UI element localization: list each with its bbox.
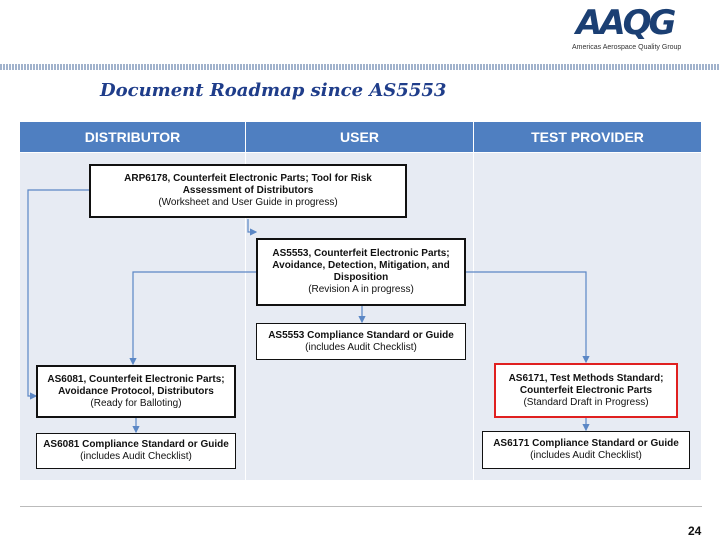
box-as6081-status: (Ready for Balloting) <box>90 397 182 409</box>
box-as5553: AS5553, Counterfeit Electronic Parts; Av… <box>256 238 466 306</box>
box-as6171-compliance-title: AS6171 Compliance Standard or Guide <box>493 438 679 449</box>
column-header-distributor: DISTRIBUTOR <box>20 122 246 152</box>
page-number: 24 <box>688 524 702 538</box>
box-as6171-status: (Standard Draft in Progress) <box>523 396 649 408</box>
box-as6171: AS6171, Test Methods Standard; Counterfe… <box>494 363 678 418</box>
box-as6081-compliance: AS6081 Compliance Standard or Guide (inc… <box>36 433 236 469</box>
box-as5553-compliance: AS5553 Compliance Standard or Guide (inc… <box>256 323 466 360</box>
box-arp6178-title: ARP6178, Counterfeit Electronic Parts; T… <box>124 173 372 196</box>
box-as6171-compliance-status: (includes Audit Checklist) <box>530 450 642 461</box>
arrow-as5553-to-arp6178 <box>27 189 89 400</box>
box-as6081-title: AS6081, Counterfeit Electronic Parts; Av… <box>47 373 225 397</box>
box-as5553-compliance-status: (includes Audit Checklist) <box>305 341 417 353</box>
box-arp6178: ARP6178, Counterfeit Electronic Parts; T… <box>89 164 407 218</box>
box-arp6178-status: (Worksheet and User Guide in progress) <box>158 197 338 208</box>
page-title: Document Roadmap since AS5553 <box>100 80 447 101</box>
box-as6081-compliance-title: AS6081 Compliance Standard or Guide <box>43 439 229 450</box>
arrow-as5553-to-as6081 <box>129 271 256 366</box>
arrow-arp6178-to-as5553 <box>247 219 258 236</box>
box-as5553-title: AS5553, Counterfeit Electronic Parts; Av… <box>272 248 450 283</box>
arrow-as5553-to-as6171 <box>466 271 590 364</box>
box-as5553-compliance-title: AS5553 Compliance Standard or Guide <box>268 329 454 341</box>
box-as6081-compliance-status: (includes Audit Checklist) <box>80 451 192 462</box>
box-as6081: AS6081, Counterfeit Electronic Parts; Av… <box>36 365 236 418</box>
box-as6171-title: AS6171, Test Methods Standard; Counterfe… <box>508 372 664 396</box>
aaqg-logo: AAQG Americas Aerospace Quality Group <box>568 6 698 52</box>
box-as6171-compliance: AS6171 Compliance Standard or Guide (inc… <box>482 431 690 469</box>
column-header-user: USER <box>246 122 474 152</box>
column-header-test-provider: TEST PROVIDER <box>474 122 702 152</box>
footer-rule <box>20 506 702 507</box>
logo-tagline: Americas Aerospace Quality Group <box>572 44 682 51</box>
header-rule <box>0 64 720 70</box>
box-as5553-status: (Revision A in progress) <box>308 284 414 295</box>
logo-mark: AAQG <box>576 3 676 43</box>
